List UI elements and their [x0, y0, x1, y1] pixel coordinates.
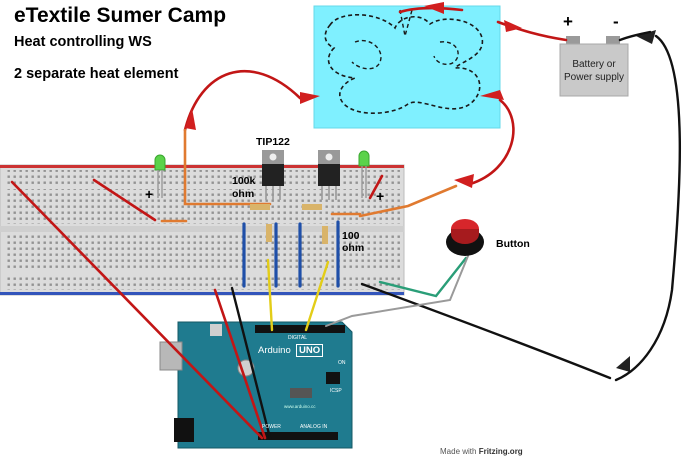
transistors: [262, 150, 340, 200]
button-label: Button: [496, 238, 530, 250]
transistor-label: TIP122: [256, 136, 290, 148]
diagram-title: eTextile Sumer Camp: [14, 4, 227, 27]
battery-label-line2: Power supply: [563, 72, 625, 83]
arduino-model: UNO: [296, 344, 324, 357]
fritzing-credit: Made with Fritzing.org: [440, 447, 523, 456]
plus-left-label: +: [145, 186, 154, 202]
yellow-wires: [266, 258, 330, 332]
push-button[interactable]: [446, 219, 484, 256]
alligator-clips: [185, 2, 656, 372]
arduino-digital-label: DIGITAL: [288, 335, 308, 341]
leds: [154, 150, 370, 198]
battery-label: Battery or Power supply: [560, 58, 628, 84]
battery-label-line1: Battery or: [572, 59, 616, 70]
resistor1-value-label: 100k: [232, 175, 256, 187]
credit-brand: Fritzing.org: [478, 447, 523, 456]
arduino-analog-label: ANALOG IN: [300, 424, 328, 430]
resistor1-unit-label: ohm: [232, 188, 255, 200]
resistor2-unit-label: ohm: [342, 242, 365, 254]
resistor2-value-label: 100: [342, 230, 360, 242]
button-wires: [325, 255, 469, 327]
arduino-board: [159, 321, 353, 449]
arduino-brand: Arduino: [258, 345, 291, 356]
battery: [559, 36, 629, 97]
diagram-subtitle: Heat controlling WS: [14, 34, 152, 50]
arduino-power-label: POWER: [262, 424, 281, 430]
battery-plus-label: +: [563, 12, 573, 31]
blue-wires: [242, 220, 340, 288]
arduino-on-label: ON: [338, 360, 346, 366]
arduino-icsp-label: ICSP: [330, 388, 342, 394]
arduino-url: www.arduino.cc: [284, 404, 316, 409]
heat-element-panel: [313, 5, 501, 129]
resistors: [250, 204, 328, 244]
battery-minus-label: -: [613, 12, 619, 31]
black-wires: [230, 30, 682, 440]
diagram-subtitle-2: 2 separate heat element: [14, 66, 179, 82]
plus-right-label: +: [376, 188, 385, 204]
credit-made-with: Made with: [440, 447, 477, 456]
orange-wires: [160, 128, 458, 223]
